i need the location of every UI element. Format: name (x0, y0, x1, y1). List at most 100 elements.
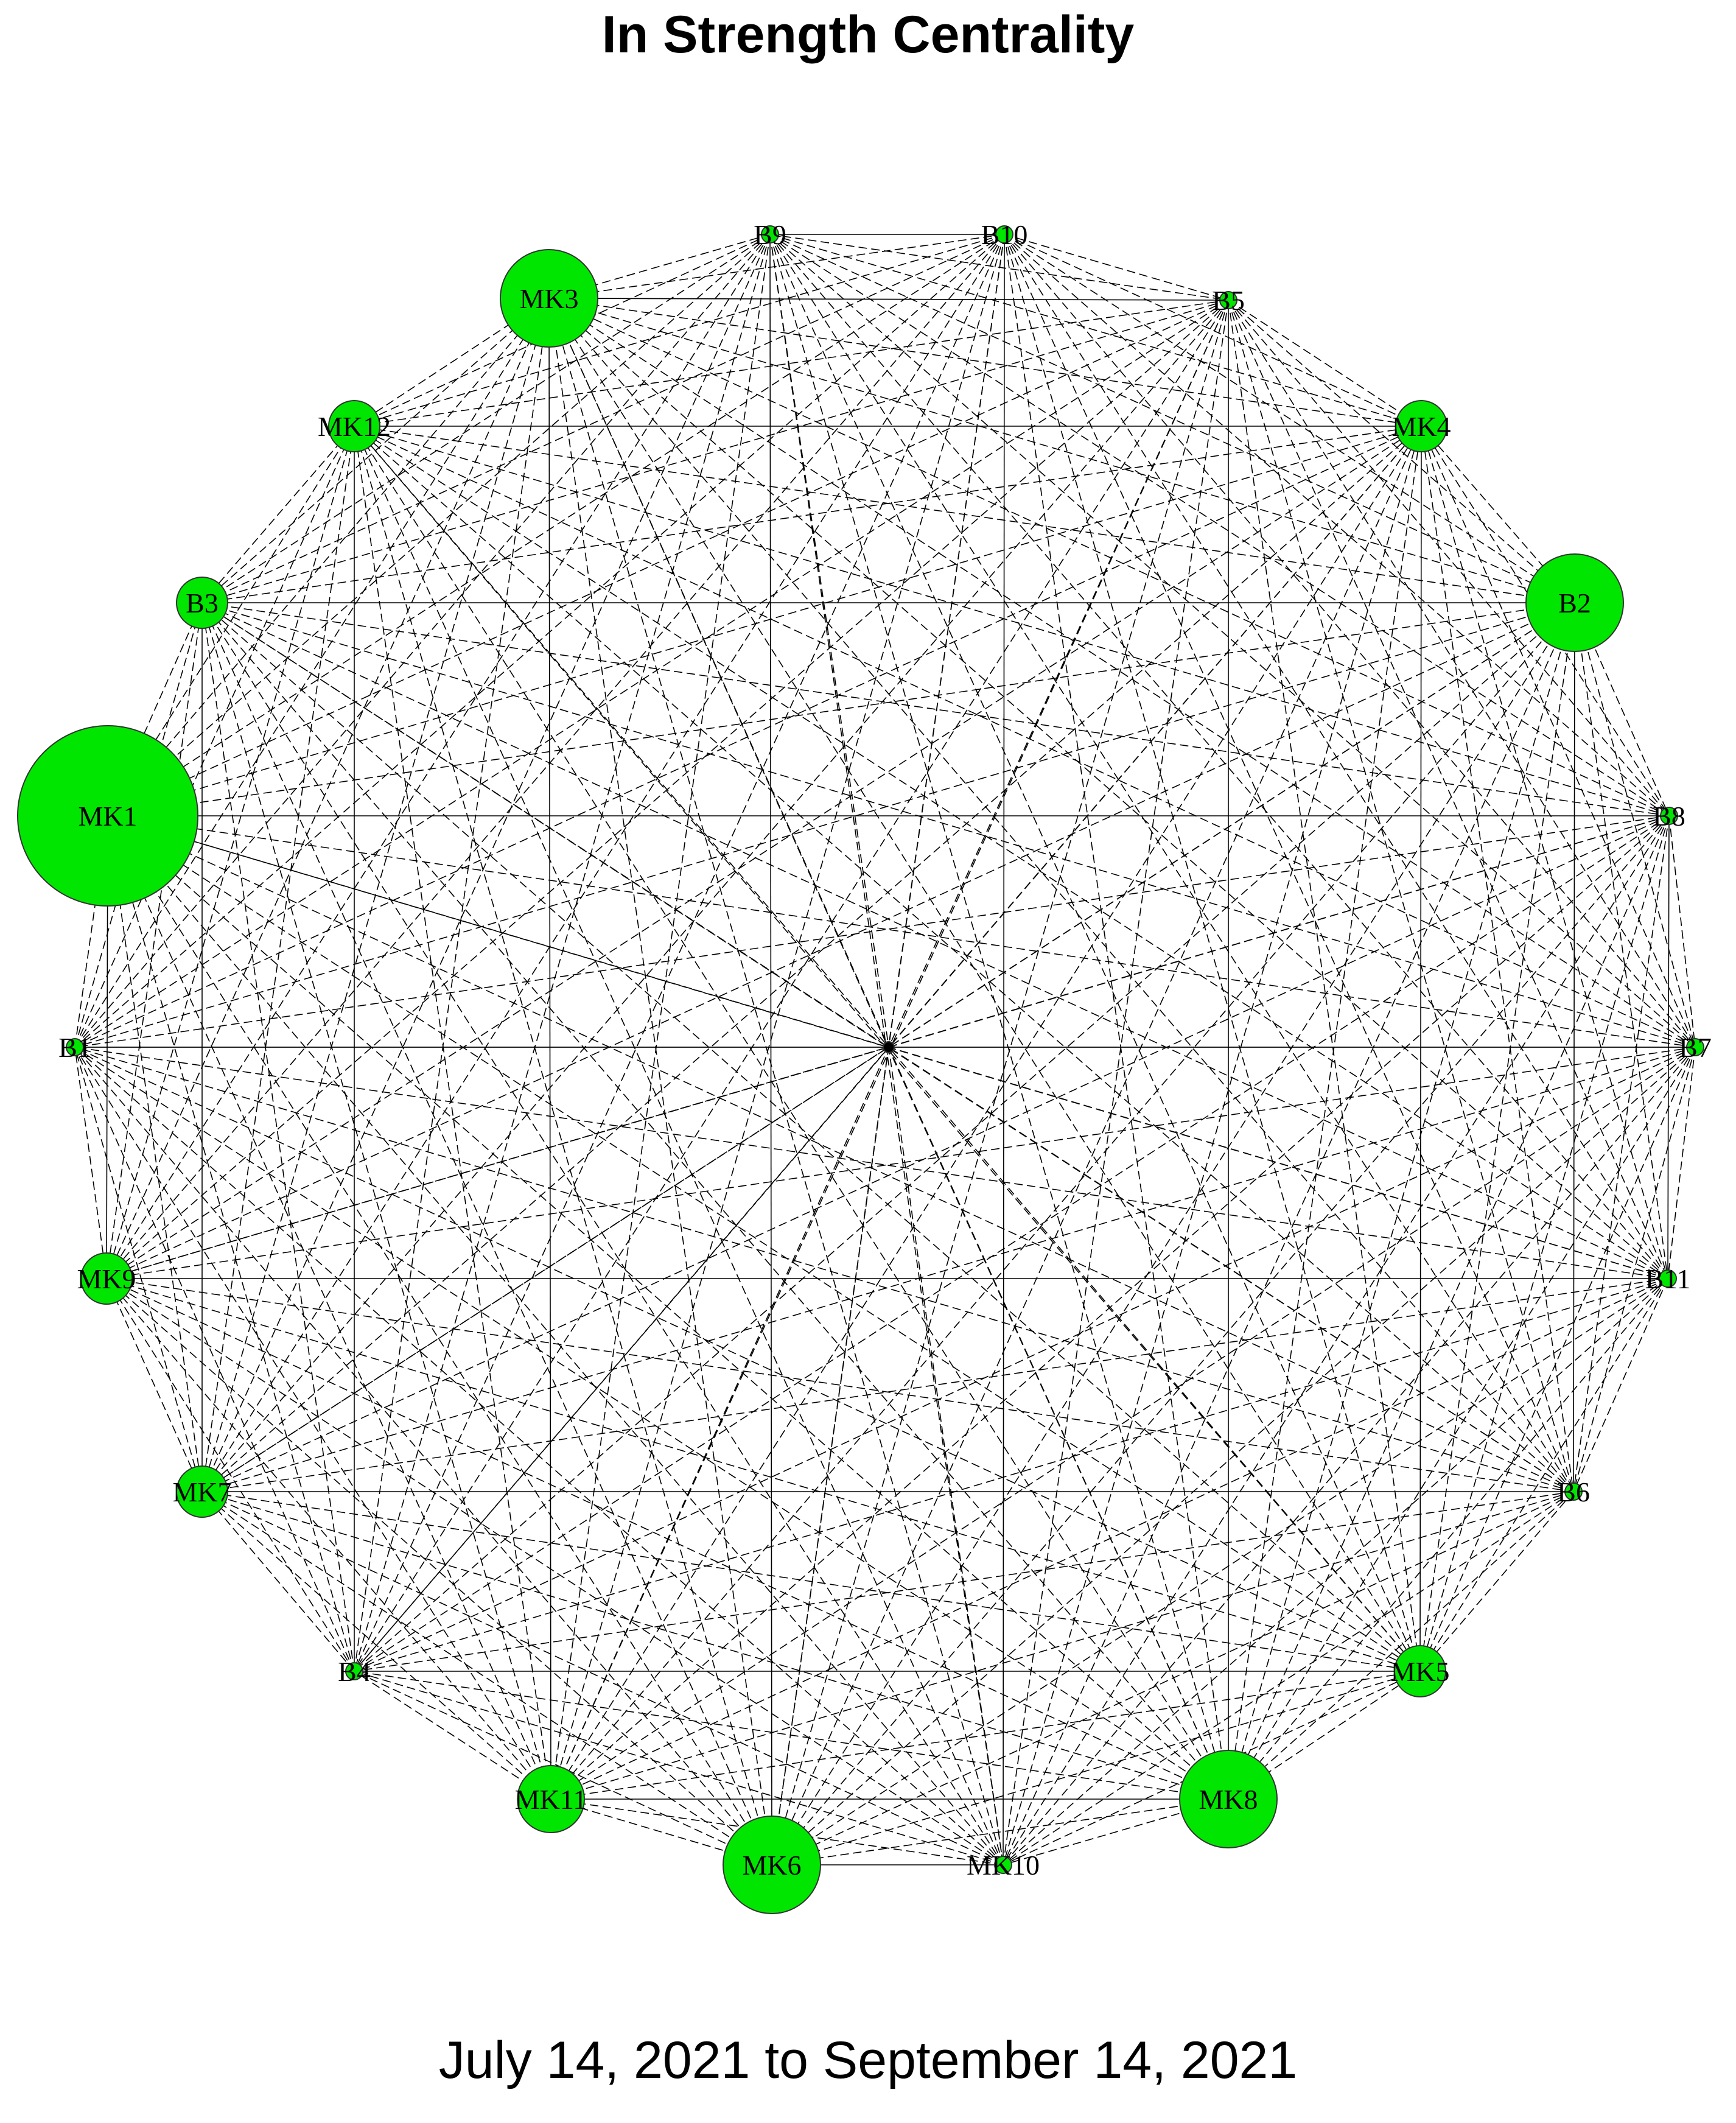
edge-MK6-MK1 (107, 815, 772, 1865)
edge-MK5-MK7 (201, 1491, 1421, 1672)
edge-B8-MK12 (354, 426, 1670, 816)
edge-B6-MK5 (1419, 1491, 1574, 1672)
edge-B7-B11 (1667, 1047, 1696, 1279)
edge-MK11-C (550, 1047, 889, 1800)
edge-B10-MK1 (107, 234, 1005, 816)
edge-B9-B3 (201, 234, 771, 603)
edge-B4-B3 (201, 602, 355, 1672)
edge-MK11-MK1 (107, 815, 551, 1800)
node-b5: B5 (1212, 285, 1245, 316)
edge-B5-MK3 (548, 298, 1229, 301)
node-circle-mk4 (1395, 400, 1447, 452)
edge-B5-B8 (1228, 300, 1670, 816)
edge-B10-B7 (1004, 234, 1696, 1048)
edge-B7-MK3 (548, 298, 1696, 1048)
edge-MK1-C (107, 815, 889, 1048)
edge-B7-MK11 (550, 1047, 1696, 1800)
node-b1: B1 (58, 1032, 91, 1063)
edge-B9-MK5 (769, 234, 1421, 1672)
edge-MK8-MK7 (201, 1491, 1229, 1800)
edge-B2-MK1 (107, 602, 1575, 816)
node-label-b9: B9 (754, 219, 786, 250)
edge-B5-MK4 (1228, 300, 1422, 427)
node-b3: B3 (176, 577, 228, 629)
edge-MK9-C (106, 1047, 889, 1279)
edge-B5-MK12 (354, 300, 1229, 427)
edge-B10-B11 (1004, 234, 1668, 1279)
edge-MK4-B1 (74, 426, 1422, 1048)
edge-MK8-MK12 (354, 426, 1229, 1800)
edge-B8-B3 (201, 602, 1670, 816)
edge-MK1-MK3 (107, 298, 550, 816)
edge-MK11-B1 (74, 1047, 551, 1800)
edge-B5-MK5 (1228, 300, 1421, 1672)
node-mk10: MK10 (967, 1850, 1040, 1881)
edge-B8-C (888, 815, 1670, 1048)
node-c (883, 1041, 895, 1053)
edge-MK9-MK12 (106, 426, 355, 1279)
edge-MK9-MK3 (106, 298, 550, 1279)
node-b8: B8 (1653, 801, 1685, 832)
edge-B6-MK9 (106, 1278, 1574, 1492)
node-mk12: MK12 (318, 400, 391, 452)
edge-B11-MK5 (1419, 1278, 1668, 1672)
edge-B11-C (888, 1047, 1668, 1279)
edge-MK11-MK12 (354, 426, 551, 1800)
edge-MK10-MK12 (354, 426, 1004, 1865)
edge-MK5-MK6 (771, 1671, 1421, 1865)
edge-B10-MK4 (1004, 234, 1422, 427)
edge-MK11-MK9 (106, 1278, 551, 1800)
edge-MK5-MK9 (106, 1278, 1421, 1672)
edge-B9-MK8 (769, 234, 1229, 1800)
edge-B11-B4 (354, 1278, 1668, 1672)
edge-B10-B2 (1004, 234, 1575, 603)
node-circle-c (883, 1041, 895, 1053)
date-range-caption: July 14, 2021 to September 14, 2021 (438, 2031, 1298, 2090)
edge-B2-B11 (1574, 602, 1668, 1279)
node-mk11: MK11 (515, 1765, 587, 1833)
edge-B11-MK12 (354, 426, 1668, 1279)
node-mk3: MK3 (500, 249, 598, 348)
edge-MK10-C (888, 1047, 1004, 1865)
node-b2: B2 (1525, 553, 1624, 652)
node-mk1: MK1 (17, 725, 198, 907)
edge-B6-MK8 (1228, 1491, 1574, 1800)
edge-B8-MK10 (1003, 815, 1670, 1865)
edge-B8-MK5 (1419, 815, 1670, 1672)
node-circle-b8 (1660, 807, 1678, 825)
edge-MK6-C (771, 1047, 889, 1865)
node-circle-b11 (1659, 1269, 1677, 1288)
edge-B9-MK7 (201, 234, 771, 1492)
node-circle-b4 (345, 1662, 363, 1680)
edge-MK11-MK7 (201, 1491, 551, 1800)
edge-B9-B6 (769, 234, 1574, 1492)
node-mk4: MK4 (1391, 400, 1451, 452)
edge-MK8-C (888, 1047, 1229, 1800)
edge-B8-MK8 (1228, 815, 1670, 1800)
edge-B9-B7 (769, 234, 1696, 1048)
node-circle-mk6 (723, 1816, 821, 1914)
edge-B10-B5 (1004, 234, 1229, 301)
edge-MK6-B1 (74, 1047, 772, 1865)
node-label-mk4: MK4 (1391, 411, 1451, 442)
node-circle-b7 (1686, 1038, 1704, 1056)
edge-B8-MK7 (201, 815, 1670, 1492)
edge-B7-MK9 (106, 1047, 1696, 1279)
edge-B7-MK1 (107, 815, 1696, 1048)
edge-B9-B4 (354, 234, 771, 1672)
edge-MK4-B3 (201, 426, 1422, 603)
edge-B10-C (888, 234, 1005, 1048)
edge-B11-MK8 (1228, 1278, 1668, 1800)
chart-title: In Strength Centrality (601, 5, 1135, 64)
edge-B7-MK8 (1228, 1047, 1696, 1800)
edge-B7-B6 (1573, 1047, 1696, 1492)
edge-MK10-B3 (201, 602, 1004, 1865)
edge-MK4-B6 (1421, 426, 1574, 1492)
node-circle-mk11 (517, 1765, 585, 1833)
edge-MK6-MK12 (354, 426, 772, 1865)
edge-MK12-C (354, 426, 889, 1048)
edge-MK11-MK3 (548, 298, 551, 1800)
edge-MK4-MK1 (107, 426, 1422, 816)
node-label-b2: B2 (1558, 588, 1591, 619)
